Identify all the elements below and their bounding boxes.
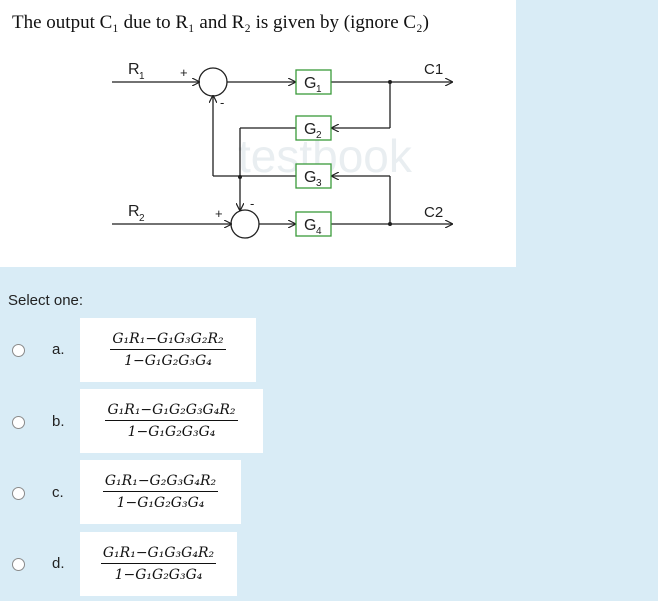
formula-denominator: 1−G₁G₂G₃G₄ — [116, 495, 205, 511]
option-b[interactable]: b. G₁R₁−G₁G₂G₃G₄R₂ 1−G₁G₂G₃G₄ — [0, 389, 300, 453]
label-r2-sub: 2 — [139, 213, 145, 224]
label-g1-sub: 1 — [316, 84, 322, 95]
label-r1-sub: 1 — [139, 71, 145, 82]
option-c[interactable]: c. G₁R₁−G₂G₃G₄R₂ 1−G₁G₂G₃G₄ — [0, 460, 300, 524]
option-d-formula: G₁R₁−G₁G₃G₄R₂ 1−G₁G₂G₃G₄ — [80, 532, 237, 596]
label-r2: R — [128, 203, 140, 220]
block-g1 — [295, 69, 332, 95]
option-a[interactable]: a. G₁R₁−G₁G₃G₂R₂ 1−G₁G₂G₃G₄ — [0, 318, 300, 382]
label-g2: G — [304, 121, 316, 138]
option-b-formula: G₁R₁−G₁G₂G₃G₄R₂ 1−G₁G₂G₃G₄ — [80, 389, 263, 453]
radio-option-d[interactable] — [12, 558, 25, 571]
label-plus-top: + — [180, 65, 188, 80]
label-g2-sub: 2 — [316, 130, 322, 141]
label-g3: G — [304, 169, 316, 186]
formula-denominator: 1−G₁G₂G₃G₄ — [114, 567, 203, 583]
option-letter: b. — [52, 413, 65, 430]
formula-numerator: G₁R₁−G₁G₃G₄R₂ — [100, 545, 217, 564]
summing-junction-bottom — [230, 209, 260, 239]
label-c2: C2 — [424, 204, 443, 221]
junction-dot-mid — [238, 175, 242, 179]
label-r1: R — [128, 61, 140, 78]
formula-numerator: G₁R₁−G₁G₃G₂R₂ — [110, 331, 226, 350]
question-text: The output C₁ due to R₁ and R₂ is given … — [12, 12, 430, 33]
option-letter: d. — [52, 555, 65, 572]
formula-denominator: 1−G₁G₂G₃G₄ — [124, 353, 212, 369]
label-minus-bottom: - — [250, 196, 254, 211]
radio-option-c[interactable] — [12, 487, 25, 500]
option-c-formula: G₁R₁−G₂G₃G₄R₂ 1−G₁G₂G₃G₄ — [80, 460, 241, 524]
option-a-formula: G₁R₁−G₁G₃G₂R₂ 1−G₁G₂G₃G₄ — [80, 318, 256, 382]
label-minus-top: - — [220, 95, 224, 110]
formula-numerator: G₁R₁−G₂G₃G₄R₂ — [102, 473, 219, 492]
block-g3 — [295, 163, 332, 189]
junction-dot-c2 — [388, 222, 392, 226]
label-g4-sub: 4 — [316, 226, 322, 237]
label-g4: G — [304, 217, 316, 234]
question-panel: The output C₁ due to R₁ and R₂ is given … — [0, 0, 516, 267]
summing-junction-top — [198, 67, 228, 97]
label-plus-bottom: + — [215, 206, 223, 221]
label-c1: C1 — [424, 61, 443, 78]
block-g4 — [295, 211, 332, 237]
radio-option-b[interactable] — [12, 416, 25, 429]
radio-option-a[interactable] — [12, 344, 25, 357]
label-g3-sub: 3 — [316, 178, 322, 189]
label-g1: G — [304, 75, 316, 92]
junction-dot-c1 — [388, 80, 392, 84]
block-diagram: testbook — [112, 61, 516, 239]
formula-numerator: G₁R₁−G₁G₂G₃G₄R₂ — [105, 402, 238, 421]
option-letter: c. — [52, 484, 64, 501]
option-d[interactable]: d. G₁R₁−G₁G₃G₄R₂ 1−G₁G₂G₃G₄ — [0, 532, 300, 596]
option-letter: a. — [52, 341, 65, 358]
formula-denominator: 1−G₁G₂G₃G₄ — [127, 424, 216, 440]
block-g2 — [295, 115, 332, 141]
select-one-label: Select one: — [8, 292, 84, 309]
